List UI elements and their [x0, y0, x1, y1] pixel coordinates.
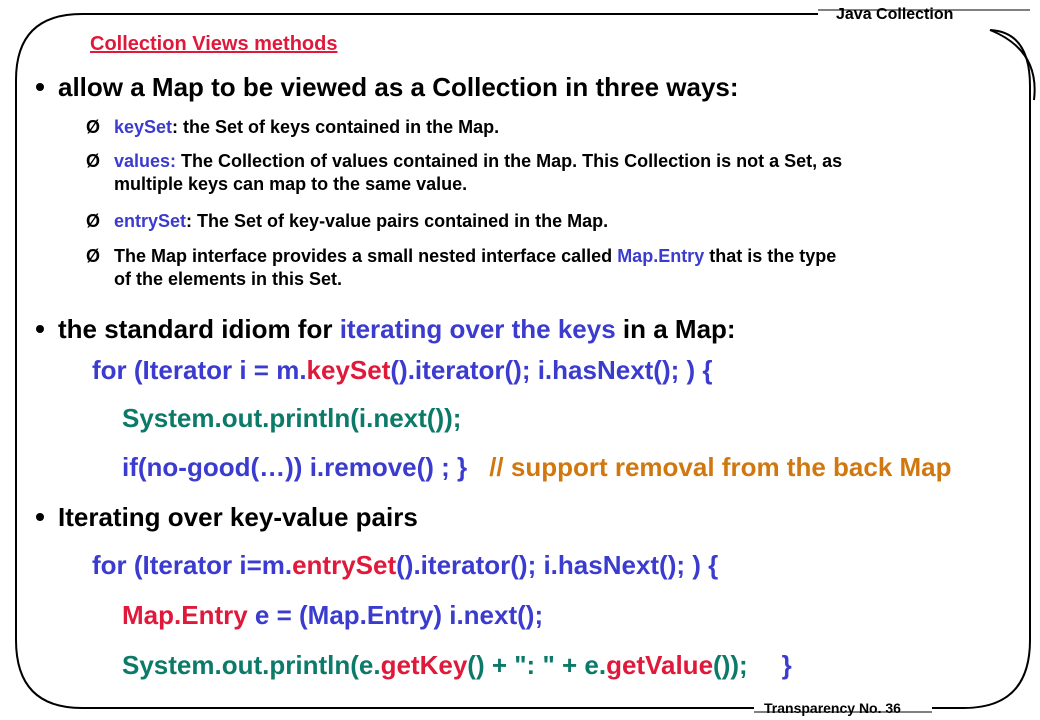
bullet-dot-icon: [36, 325, 44, 333]
footer-page-number: Transparency No. 36: [764, 700, 901, 716]
code-println-key-value: System.out.println(e.getKey() + ": " + e…: [122, 650, 792, 680]
arrow-marker-icon: Ø: [86, 246, 101, 266]
sub-bullet-values: Ø values: The Collection of values conta…: [86, 151, 843, 194]
arrow-marker-icon: Ø: [86, 117, 101, 137]
bullet-2: the standard idiom for iterating over th…: [36, 314, 736, 344]
code-entryset-loop: for (Iterator i=m.entrySet().iterator();…: [92, 550, 719, 580]
arrow-marker-icon: Ø: [86, 151, 101, 171]
sub-bullet-keyset: Ø keySet: the Set of keys contained in t…: [86, 117, 500, 137]
code-println-next: System.out.println(i.next());: [122, 403, 462, 433]
arrow-marker-icon: Ø: [86, 211, 101, 231]
bullet-1: allow a Map to be viewed as a Collection…: [36, 72, 739, 102]
code-keyset-loop: for (Iterator i = m.keySet().iterator();…: [92, 355, 713, 385]
header-course-name: Java Collection: [836, 6, 954, 23]
sub-bullet-entryset: Ø entrySet: The Set of key-value pairs c…: [86, 211, 609, 231]
bullet-3: Iterating over key-value pairs: [36, 502, 418, 532]
bullet-1-text: allow a Map to be viewed as a Collection…: [58, 72, 739, 102]
bullet-dot-icon: [36, 83, 44, 91]
bullet-dot-icon: [36, 513, 44, 521]
code-remove-line: if(no-good(…)) i.remove() ; }// support …: [122, 452, 952, 482]
slide-title: Collection Views methods: [90, 33, 338, 55]
sub-bullet-map-entry: Ø The Map interface provides a small nes…: [86, 246, 837, 289]
code-map-entry-decl: Map.Entry e = (Map.Entry) i.next();: [122, 600, 544, 630]
